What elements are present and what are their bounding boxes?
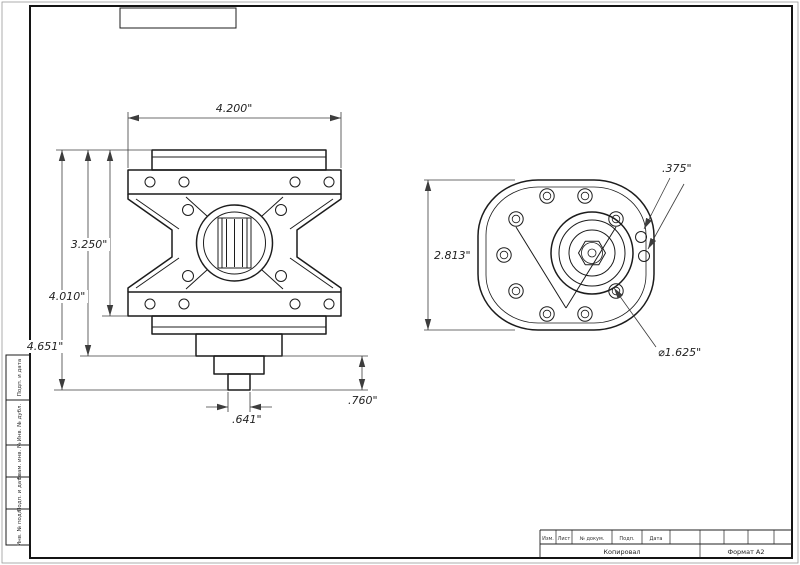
bolt-hole — [323, 176, 335, 188]
port-outer-circle — [195, 204, 274, 282]
hub-mid-ring — [558, 219, 626, 287]
bolt — [577, 306, 593, 322]
port-hole — [638, 250, 650, 262]
dim-left-stack: 3.250" 4.010" 4.651" — [24, 149, 228, 391]
pump-top-cap — [151, 149, 327, 171]
dim-overall-height-label: 4.651" — [27, 340, 64, 353]
dim-shaft-dia-label: .641" — [232, 413, 262, 426]
bolt-hole — [182, 270, 194, 282]
bolt-hole — [182, 204, 194, 216]
copied-label: Копировал — [603, 548, 640, 556]
port-inner-circle — [203, 211, 266, 275]
margin-box-label: Инв. № подл. — [17, 508, 23, 546]
bolt — [508, 211, 524, 227]
margin-box — [5, 508, 31, 546]
dim-port-dia-label: .375" — [662, 162, 692, 175]
format-label: Формат А2 — [727, 548, 764, 556]
margin-column: Подп. и дата Инв. № дубл. Взам. инв. № П… — [5, 354, 31, 546]
bolt — [496, 247, 512, 263]
center-hub — [550, 211, 634, 295]
pump-bottom-plate — [151, 315, 327, 335]
revision-box — [119, 7, 237, 29]
bolt-hole — [323, 298, 335, 310]
housing-inner-contour — [485, 186, 647, 324]
title-col-label: Дата — [650, 536, 663, 542]
side-view-outline — [127, 149, 342, 391]
pump-bottom-flange — [127, 291, 342, 317]
bolt-hole — [178, 298, 190, 310]
pump-shaft — [227, 373, 251, 391]
side-bolt-holes — [144, 176, 335, 310]
bolt-hole — [144, 298, 156, 310]
margin-box-label: Подп. и дата — [17, 359, 23, 396]
pump-top-flange — [127, 169, 342, 195]
dim-shaft-dia: .641" — [206, 392, 272, 426]
port-rib-lines — [185, 196, 284, 290]
dim-hub-dia-label: ⌀1.625" — [658, 346, 701, 359]
dim-lower-height: .760" — [252, 355, 378, 407]
margin-box-label: Взам. инв. № — [17, 442, 23, 480]
bolt-hole — [144, 176, 156, 188]
sheet-frame — [29, 5, 793, 559]
margin-box-label: Инв. № дубл. — [17, 403, 23, 441]
dim-housing-height: 2.813" — [424, 179, 515, 331]
bolt-hole — [275, 270, 287, 282]
front-view: 2.813" .375" ⌀1.625" — [424, 162, 701, 359]
title-col-label: Лист — [558, 536, 571, 542]
dim-hub-dia: ⌀1.625" — [613, 287, 701, 359]
bolt-hole — [178, 176, 190, 188]
title-block: Изм. Лист № докум. Подп. Дата Копировал … — [539, 529, 792, 558]
outlet-ports — [635, 231, 650, 262]
pump-adapter-block — [195, 333, 283, 357]
hub-center-dot — [587, 248, 597, 258]
hex-nut — [578, 240, 606, 266]
title-col-label: Изм. — [542, 536, 554, 542]
bolt — [539, 188, 555, 204]
margin-box-label: Подп. и дата — [17, 474, 23, 511]
gear-window — [217, 217, 252, 269]
dim-lower-height-label: .760" — [348, 394, 378, 407]
bolt — [508, 283, 524, 299]
hub-bore-ring — [568, 229, 616, 277]
hex-inscribed-circle — [581, 242, 603, 264]
dim-port-dia: .375" — [643, 162, 692, 250]
pump-body-left — [127, 194, 173, 292]
dim-overall-width: 4.200" — [127, 102, 342, 168]
dim-flange-height-label: 4.010" — [49, 290, 86, 303]
body-chamfer-lines — [135, 198, 334, 289]
title-col-label: Подп. — [619, 536, 635, 542]
dim-housing-height-label: 2.813" — [434, 249, 471, 262]
side-view: 4.200" 3.250" 4.010" 4.651" .760" .641 — [24, 102, 378, 426]
housing-outline — [477, 179, 655, 331]
dim-body-height-label: 3.250" — [71, 238, 108, 251]
bolt-hole — [289, 176, 301, 188]
bolt — [577, 188, 593, 204]
gear-teeth-lines — [221, 218, 248, 268]
hub-outer-ring — [550, 211, 634, 295]
bolt — [608, 211, 624, 227]
pump-shaft-boss — [213, 355, 265, 375]
pump-body-right — [296, 194, 342, 292]
dim-overall-width-label: 4.200" — [216, 102, 253, 115]
v-rib — [515, 226, 617, 309]
front-bolts — [496, 188, 624, 322]
title-col-label: № докум. — [580, 536, 605, 542]
bolt-hole — [289, 298, 301, 310]
port-hole — [635, 231, 647, 243]
bolt — [539, 306, 555, 322]
gear-port — [185, 196, 284, 290]
bolt-hole — [275, 204, 287, 216]
